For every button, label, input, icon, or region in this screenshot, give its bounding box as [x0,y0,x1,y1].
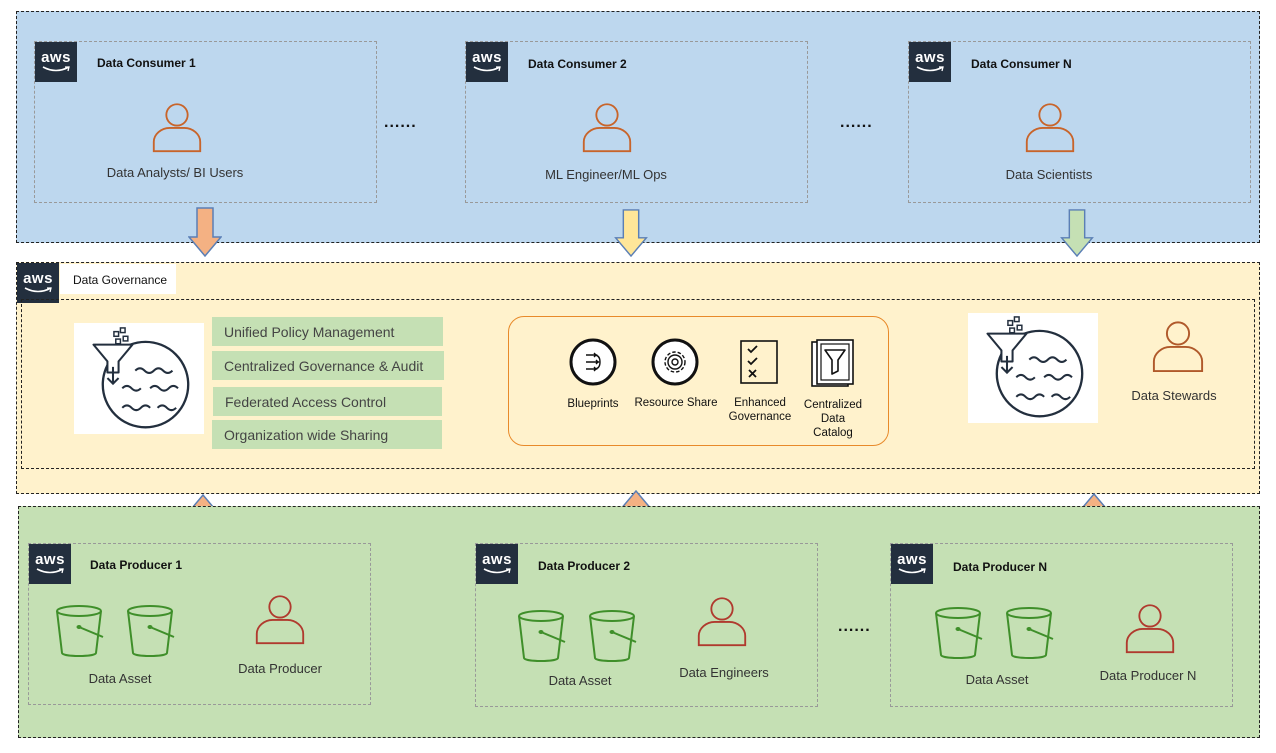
lake-formation-card [74,323,204,434]
lake-formation-icon [74,325,204,433]
data-stewards-label: Data Stewards [1131,388,1217,403]
checklist-icon [740,340,778,384]
user-icon [1024,101,1076,153]
aws-logo-icon: aws [891,544,933,584]
persona-label: Data Producer [238,661,322,676]
user-icon [1151,319,1205,373]
service-label-line: Enhanced [734,397,786,409]
aws-logo-icon: aws [17,263,59,303]
data-asset-label: Data Asset [88,671,152,686]
bucket-icon [587,609,641,665]
aws-logo-icon: aws [35,42,77,82]
service-label-line: Catalog [813,427,853,439]
bucket-icon [516,609,570,665]
account-title: Data Producer 2 [538,559,631,573]
user-icon [254,593,306,645]
service-label: Centralized Data Catalog [793,398,873,440]
blueprints-icon [569,338,617,386]
account-title: Data Consumer 1 [97,56,196,70]
account-title: Data Consumer 2 [528,57,627,71]
service-label-line: Centralized [803,399,863,411]
account-title: Data Producer N [953,560,1048,574]
down-arrow-icon [614,209,648,257]
data-producer-n-account [890,543,1233,707]
aws-logo-icon: aws [476,544,518,584]
capability-item: Centralized Governance & Audit [212,351,444,380]
capability-item: Organization wide Sharing [212,420,442,449]
persona-label: Data Producer N [1099,668,1197,683]
down-arrow-icon [188,207,222,257]
data-producer-2-account [475,543,818,707]
governance-title: Data Governance [60,264,176,294]
user-icon [151,101,203,153]
bucket-icon [125,604,179,660]
data-producers-zone [18,506,1260,738]
resource-share-icon [651,338,699,386]
service-label-line: Data [820,413,846,425]
user-icon [696,595,748,647]
data-asset-label: Data Asset [965,672,1029,687]
data-consumer-2-account [465,41,808,203]
account-title: Data Consumer N [971,57,1072,71]
data-asset-label: Data Asset [548,673,612,688]
capability-item: Federated Access Control [213,387,442,416]
persona-label: ML Engineer/ML Ops [545,167,667,182]
bucket-icon [54,604,108,660]
governance-services-group [508,316,889,446]
lake-formation-card [968,313,1098,423]
persona-label: Data Analysts/ BI Users [106,165,244,180]
more-consumers-ellipsis: ...... [840,114,873,131]
capability-item: Unified Policy Management [212,317,443,346]
bucket-icon [933,606,987,662]
service-label-line: Governance [728,411,792,423]
aws-logo-icon: aws [29,544,71,584]
down-arrow-icon [1060,209,1094,257]
service-label: Resource Share [634,397,718,409]
aws-logo-icon: aws [466,42,508,82]
persona-label: Data Scientists [1005,167,1093,182]
service-label: Enhanced Governance [720,396,800,424]
data-consumer-n-account [908,41,1251,203]
aws-logo-icon: aws [909,42,951,82]
user-icon [581,101,633,153]
service-label: Blueprints [567,398,619,410]
data-consumer-1-account [34,41,377,203]
more-producers-ellipsis: ...... [838,618,871,635]
persona-label: Data Engineers [679,665,769,680]
data-producer-1-account [28,543,371,705]
user-icon [1124,602,1176,654]
account-title: Data Producer 1 [90,558,183,572]
governance-inner-boundary [21,299,1255,469]
more-consumers-ellipsis: ...... [384,114,417,131]
bucket-icon [1004,606,1058,662]
data-catalog-icon [811,339,854,387]
lake-formation-icon [968,314,1098,422]
